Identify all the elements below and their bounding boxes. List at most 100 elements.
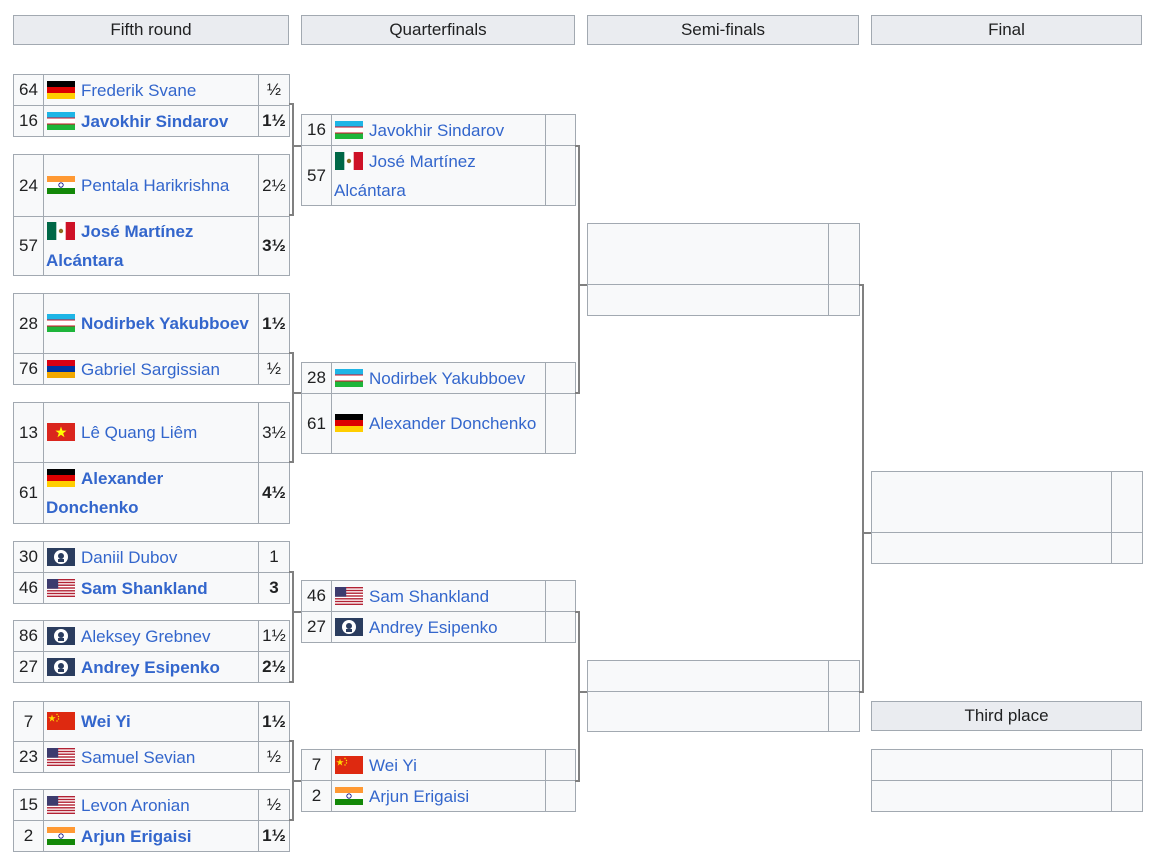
match-r5-6: 86 Aleksey Grebnev 1½ 27 Andrey Esipenko… bbox=[13, 620, 290, 683]
score bbox=[1111, 749, 1143, 781]
usa-flag-icon bbox=[47, 795, 75, 814]
score bbox=[828, 284, 860, 316]
seed: 28 bbox=[13, 293, 44, 354]
seed: 7 bbox=[13, 701, 44, 742]
score: 1½ bbox=[258, 293, 290, 354]
player-link[interactable]: Nodirbek Yakubboev bbox=[81, 314, 249, 333]
connector-line bbox=[289, 740, 301, 821]
header-semifinals: Semi-finals bbox=[587, 15, 859, 45]
score bbox=[545, 145, 576, 206]
fide-flag-icon bbox=[47, 626, 75, 645]
player-link[interactable]: Javokhir Sindarov bbox=[369, 120, 505, 140]
player-link[interactable]: Arjun Erigaisi bbox=[369, 786, 470, 806]
player-link[interactable]: Wei Yi bbox=[369, 755, 417, 775]
player-link[interactable]: José Martínez Alcántara bbox=[46, 222, 194, 270]
match-r5-2: 24 Pentala Harikrishna 2½ 57 José Martín… bbox=[13, 154, 290, 276]
player-slot bbox=[871, 749, 1112, 781]
player-slot bbox=[587, 284, 829, 316]
player-slot bbox=[587, 660, 829, 692]
score: 1½ bbox=[258, 620, 290, 652]
score: 1½ bbox=[258, 820, 290, 852]
score bbox=[828, 223, 860, 285]
mexico-flag-icon bbox=[47, 222, 75, 240]
score: ½ bbox=[258, 353, 290, 385]
header-fifth-round: Fifth round bbox=[13, 15, 289, 45]
player-link[interactable]: José Martínez Alcántara bbox=[334, 151, 476, 200]
header-quarterfinals: Quarterfinals bbox=[301, 15, 575, 45]
match-r5-7: 7 Wei Yi 1½ 23 Samuel Sevian ½ bbox=[13, 701, 290, 773]
player-link[interactable]: Samuel Sevian bbox=[81, 747, 196, 767]
player-link[interactable]: Nodirbek Yakubboev bbox=[369, 368, 526, 388]
player-link[interactable]: Levon Aronian bbox=[81, 795, 190, 815]
player-link[interactable]: Javokhir Sindarov bbox=[81, 111, 229, 131]
seed: 46 bbox=[13, 572, 44, 604]
fide-flag-icon bbox=[47, 547, 75, 566]
score bbox=[545, 580, 576, 612]
player-link[interactable]: Sam Shankland bbox=[81, 578, 208, 598]
usa-flag-icon bbox=[335, 586, 363, 605]
fide-flag-icon bbox=[47, 657, 75, 676]
seed: 13 bbox=[13, 402, 44, 463]
score bbox=[828, 660, 860, 692]
uzbekistan-flag-icon bbox=[47, 111, 75, 130]
player-link[interactable]: Andrey Esipenko bbox=[369, 617, 498, 637]
player-link[interactable]: Andrey Esipenko bbox=[81, 657, 220, 677]
fide-flag-icon bbox=[335, 617, 363, 636]
seed: 64 bbox=[13, 74, 44, 106]
connector-line bbox=[859, 284, 871, 693]
header-third-place: Third place bbox=[871, 701, 1142, 731]
connector-line bbox=[575, 611, 587, 782]
germany-flag-icon bbox=[335, 414, 363, 432]
player-slot bbox=[871, 780, 1112, 812]
seed: 30 bbox=[13, 541, 44, 573]
uzbekistan-flag-icon bbox=[335, 120, 363, 139]
player-link[interactable]: Arjun Erigaisi bbox=[81, 826, 192, 846]
match-qf-1: 16 Javokhir Sindarov 57 José Martínez Al… bbox=[301, 114, 576, 206]
seed: 57 bbox=[13, 216, 44, 276]
china-flag-icon bbox=[47, 712, 75, 730]
score: 1½ bbox=[258, 105, 290, 137]
match-r5-8: 15 Levon Aronian ½ 2 Arjun Erigaisi 1½ bbox=[13, 789, 290, 852]
match-r5-4: 13 Lê Quang Liêm 3½ 61 Alexander Donchen… bbox=[13, 402, 290, 524]
score bbox=[1111, 780, 1143, 812]
score: ½ bbox=[258, 741, 290, 773]
score: 3½ bbox=[258, 402, 290, 463]
header-final: Final bbox=[871, 15, 1142, 45]
score bbox=[545, 362, 576, 394]
usa-flag-icon bbox=[47, 578, 75, 597]
player-link[interactable]: Sam Shankland bbox=[369, 586, 490, 606]
player-link[interactable]: Daniil Dubov bbox=[81, 547, 178, 567]
player-link[interactable]: Wei Yi bbox=[81, 712, 131, 731]
score: 3½ bbox=[258, 216, 290, 276]
score: 2½ bbox=[258, 651, 290, 683]
uzbekistan-flag-icon bbox=[335, 368, 363, 387]
seed: 76 bbox=[13, 353, 44, 385]
seed: 2 bbox=[13, 820, 44, 852]
score: ½ bbox=[258, 74, 290, 106]
india-flag-icon bbox=[47, 176, 75, 194]
player-link[interactable]: Pentala Harikrishna bbox=[81, 176, 230, 195]
match-qf-4: 7 Wei Yi 2 Arjun Erigaisi bbox=[301, 749, 576, 812]
player-link[interactable]: Alexander Donchenko bbox=[46, 469, 164, 517]
seed: 24 bbox=[13, 154, 44, 217]
score bbox=[545, 611, 576, 643]
player-link[interactable]: Aleksey Grebnev bbox=[81, 626, 211, 646]
match-qf-2: 28 Nodirbek Yakubboev 61 Alexander Donch… bbox=[301, 362, 576, 454]
player-link[interactable]: Frederik Svane bbox=[81, 80, 197, 100]
player-link[interactable]: Alexander Donchenko bbox=[369, 414, 537, 433]
player-link[interactable]: Lê Quang Liêm bbox=[81, 423, 198, 442]
mexico-flag-icon bbox=[335, 151, 363, 170]
match-r5-5: 30 Daniil Dubov 1 46 Sam Shankland 3 bbox=[13, 541, 290, 604]
player-link[interactable]: Gabriel Sargissian bbox=[81, 359, 220, 379]
india-flag-icon bbox=[335, 786, 363, 805]
score: 1½ bbox=[258, 701, 290, 742]
seed: 61 bbox=[13, 462, 44, 524]
score: 3 bbox=[258, 572, 290, 604]
score bbox=[545, 780, 576, 812]
uzbekistan-flag-icon bbox=[47, 314, 75, 332]
score bbox=[545, 114, 576, 146]
player-slot bbox=[587, 223, 829, 285]
seed: 57 bbox=[301, 145, 332, 206]
seed: 7 bbox=[301, 749, 332, 781]
score: 2½ bbox=[258, 154, 290, 217]
